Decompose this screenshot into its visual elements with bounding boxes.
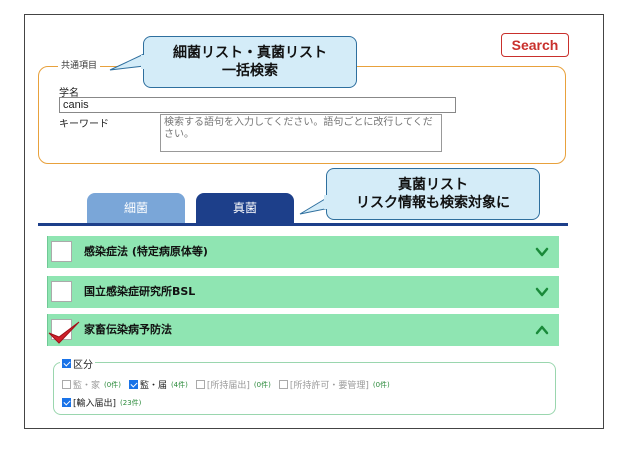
category-legend[interactable]: 区分	[60, 356, 95, 371]
common-fields-legend: 共通項目	[58, 58, 101, 71]
option-label: [所持許可・要管理]	[289, 381, 369, 391]
tab-underline	[38, 223, 568, 226]
chevron-down-icon[interactable]	[535, 245, 549, 259]
option-checkbox[interactable]	[278, 380, 288, 389]
option-count: (4件)	[170, 380, 188, 389]
category-group	[53, 362, 556, 415]
category-legend-label: 区分	[73, 360, 93, 371]
accordion-checkbox[interactable]	[51, 241, 72, 262]
option-possession-notification[interactable]: [所持届出] (0件)	[195, 378, 271, 391]
tab-fungi[interactable]: 真菌	[196, 193, 294, 223]
option-checkbox[interactable]	[128, 380, 138, 389]
callout-top-tail-cover	[141, 55, 147, 69]
keyword-label: キーワード	[59, 119, 109, 130]
option-count: (23件)	[120, 398, 142, 407]
option-checkbox[interactable]	[62, 398, 71, 407]
accordion-label: 家畜伝染病予防法	[84, 323, 172, 336]
option-kan-todoke[interactable]: 監・届 (4件)	[128, 378, 188, 391]
option-checkbox[interactable]	[62, 380, 71, 389]
callout-right-tail-cover	[324, 195, 330, 209]
category-options-row-2: [輸入届出] (23件)	[62, 396, 149, 409]
option-label: 監・家	[73, 381, 101, 391]
callout-right-line2: リスク情報も検索対象に	[356, 195, 510, 211]
accordion-checkbox[interactable]	[51, 281, 72, 302]
accordion-livestock-disease-law[interactable]: 家畜伝染病予防法	[47, 314, 559, 346]
category-options-row-1: 監・家 (0件) 監・届 (4件) [所持届出] (0件) [所持許可・要管理]…	[62, 378, 398, 391]
option-count: (0件)	[104, 380, 121, 389]
chevron-down-icon[interactable]	[535, 285, 549, 299]
chevron-up-icon[interactable]	[535, 323, 549, 337]
accordion-infectious-disease-law[interactable]: 感染症法 (特定病原体等)	[47, 236, 559, 268]
option-label: [所持届出]	[206, 381, 250, 391]
scientific-name-label: 学名	[59, 88, 79, 99]
option-label: 監・届	[139, 381, 167, 391]
search-button[interactable]: Search	[501, 33, 569, 57]
option-count: (0件)	[253, 380, 271, 389]
option-kan-ka[interactable]: 監・家 (0件)	[62, 378, 121, 391]
option-checkbox[interactable]	[195, 380, 205, 389]
category-all-checkbox[interactable]	[62, 359, 71, 368]
option-label: [輸入届出]	[73, 399, 117, 409]
callout-right: 真菌リスト リスク情報も検索対象に	[326, 168, 540, 220]
accordion-label: 感染症法 (特定病原体等)	[84, 245, 208, 258]
option-count: (0件)	[372, 380, 390, 389]
red-checkmark-icon	[48, 321, 80, 344]
scientific-name-input[interactable]: canis	[59, 97, 456, 113]
accordion-label: 国立感染症研究所BSL	[84, 285, 196, 298]
callout-top: 細菌リスト・真菌リスト 一括検索	[143, 36, 357, 88]
callout-top-line1: 細菌リスト・真菌リスト	[173, 45, 327, 61]
accordion-niid-bsl[interactable]: 国立感染症研究所BSL	[47, 276, 559, 308]
keyword-textarea[interactable]	[160, 114, 442, 152]
option-import-notification[interactable]: [輸入届出] (23件)	[62, 396, 141, 409]
option-possession-permit[interactable]: [所持許可・要管理] (0件)	[278, 378, 390, 391]
callout-top-line2: 一括検索	[222, 63, 278, 79]
callout-right-line1: 真菌リスト	[398, 177, 468, 193]
tab-bacteria[interactable]: 細菌	[87, 193, 185, 223]
